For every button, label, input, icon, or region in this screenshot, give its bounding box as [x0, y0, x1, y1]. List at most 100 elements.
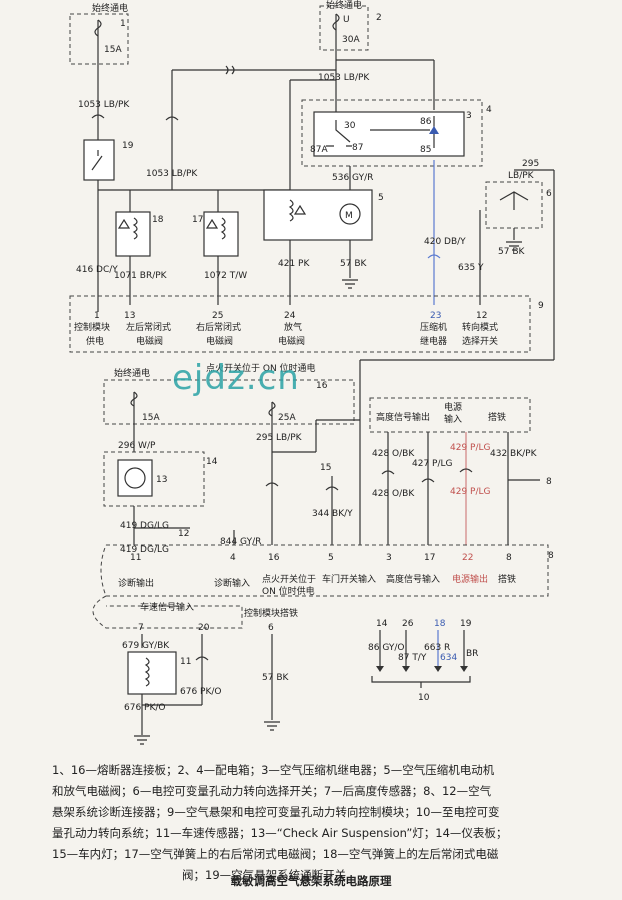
module-8-pin-3: 3 [386, 553, 392, 563]
wire-428a: 428 O/BK [372, 449, 415, 459]
fuse-box-16-label-left: 始终通电 [114, 367, 150, 379]
relay-pin-85: 85 [420, 145, 431, 155]
cluster-14-num: 14 [206, 457, 218, 467]
relay-pin-86: 86 [420, 117, 432, 127]
wire-57a: 57 BK [340, 259, 367, 269]
switch-6-icon [499, 191, 529, 210]
wire-296: 296 W/P [118, 441, 156, 451]
module-8-label-17: 高度信号输入 [386, 573, 440, 585]
switch-6-wire: LB/PK [508, 171, 535, 181]
valve-17-num: 17 [192, 215, 203, 225]
speed-sensor-num: 11 [180, 657, 191, 667]
module-9-pin-13: 13 [124, 311, 135, 321]
conn-15-num: 15 [320, 463, 331, 473]
diagram-caption: 载敏调高空气悬架系统电路原理 [230, 874, 392, 888]
speed-sensor-11-box [127, 651, 177, 695]
module-8-label-16: 点火开关位于 [262, 573, 316, 585]
speed-input-label: 车速信号输入 [140, 601, 194, 613]
module-8-pin-17: 17 [424, 553, 435, 563]
wire-536: 536 GY/R [332, 173, 373, 183]
valve-18-num: 18 [152, 215, 164, 225]
fuse-box-1-num: 1 [120, 19, 126, 29]
speed-pin-20: 20 [198, 623, 210, 633]
relay-group-4-outline [301, 99, 483, 167]
power-in-label: 电源 [444, 401, 462, 413]
module-9-label-13b: 电磁阀 [136, 335, 163, 347]
legend: 1、16—熔断器连接板；2、4—配电箱；3—空气压缩机继电器；5—空气压缩机电动… [52, 760, 572, 886]
valve-18-box [115, 211, 151, 257]
legend-line-5: 15—车内灯；17—空气弹簧上的右后常闭式电磁阀；18—空气弹簧上的左后常闭式电… [52, 847, 499, 861]
module-9-outline [69, 295, 531, 353]
module-9-pin-12: 12 [476, 311, 487, 321]
wire-844: 844 GY/R [220, 537, 261, 547]
conn-10-pin-14: 14 [376, 619, 388, 629]
module-9-pin-1: 1 [94, 311, 100, 321]
height-out-label: 高度信号输出 [376, 411, 430, 423]
wire-1053-mid: 1053 LB/PK [146, 169, 198, 179]
wire-676a: 676 PK/O [180, 687, 221, 697]
module-9-label-1b: 供电 [86, 335, 104, 347]
wire-br: BR [466, 649, 478, 659]
switch-6-num: 6 [546, 189, 552, 199]
wire-429a: 429 P/LG [450, 443, 491, 453]
wire-635: 635 Y [458, 263, 484, 273]
wire-1072: 1072 T/W [204, 271, 247, 281]
wire-419a: 419 DG/LG [120, 521, 169, 531]
speed-sensor-coil-icon [144, 657, 150, 687]
wire-421: 421 PK [278, 259, 310, 269]
module-9-label-23b: 继电器 [420, 335, 447, 347]
fuse-16a-rating: 15A [142, 413, 160, 423]
module-8-pin-8: 8 [506, 553, 512, 563]
relay-contact-icon [326, 120, 352, 147]
fuse-1-rating: 15A [104, 45, 122, 55]
module-8-pin-11: 11 [130, 553, 141, 563]
motor-5-box [263, 189, 373, 241]
fuse-box-2-outline [319, 5, 369, 51]
legend-line-3: 悬架系统诊断连接器；9—空气悬架和电控可变量孔动力转向控制模块；10—至电控可变 [52, 805, 500, 819]
wire-427: 427 P/LG [412, 459, 453, 469]
wire-432: 432 BK/PK [490, 449, 538, 459]
motor-5-num: 5 [378, 193, 384, 203]
wire-419b: 419 DG/LG [120, 545, 169, 555]
fuse-box-1-outline [69, 13, 129, 65]
module-9-label-12: 转向模式 [462, 321, 498, 333]
module-8-num: 8 [548, 551, 554, 561]
module-8-pin-5: 5 [328, 553, 334, 563]
module-9-label-24: 放气 [284, 321, 302, 333]
module-9-label-1: 控制模块 [74, 321, 110, 333]
fuse-box-2-terminal: U [343, 15, 350, 25]
module-9-label-12b: 选择开关 [462, 335, 498, 347]
fuse-16b-rating: 25A [278, 413, 296, 423]
switch-19-num: 19 [122, 141, 134, 151]
legend-line-1: 1、16—熔断器连接板；2、4—配电箱；3—空气压缩机继电器；5—空气压缩机电动… [52, 763, 495, 777]
relay-group-4-num: 4 [486, 105, 492, 115]
legend-line-4: 量孔动力转向系统；11—车速传感器；13—“Check Air Suspensi… [52, 826, 508, 840]
wire-420: 420 DB/Y [424, 237, 466, 247]
valve-18-coil-icon [117, 217, 138, 240]
module-9-label-24b: 电磁阀 [278, 335, 305, 347]
conn-12-num: 12 [178, 529, 189, 539]
module-9-label-23: 压缩机 [420, 321, 447, 333]
module-8-pin-16: 16 [268, 553, 280, 563]
relay-pin-87: 87 [352, 143, 363, 153]
lamp-icon [124, 467, 146, 489]
motor-icon [339, 203, 361, 225]
relay-3-box [313, 111, 465, 157]
wire-57-mid: 57 BK [262, 673, 289, 683]
wire-86: 86 GY/O [368, 643, 404, 653]
connector-10-num: 10 [418, 693, 430, 703]
valve-17-box [203, 211, 239, 257]
wire-344: 344 BK/Y [312, 509, 353, 519]
lamp-13-num: 13 [156, 475, 167, 485]
ground-icon [342, 279, 358, 289]
module-8-label-11: 诊断输出 [118, 577, 154, 589]
wire-634: 634 [440, 653, 457, 663]
ground-label: 搭铁 [488, 411, 506, 423]
conn-10-pin-18: 18 [434, 619, 446, 629]
connector-icon [225, 65, 235, 75]
connector-10-bracket [371, 676, 471, 688]
diode-icon [429, 126, 439, 134]
module-9-pin-25: 25 [212, 311, 223, 321]
solenoid-coil-icon [288, 199, 294, 222]
